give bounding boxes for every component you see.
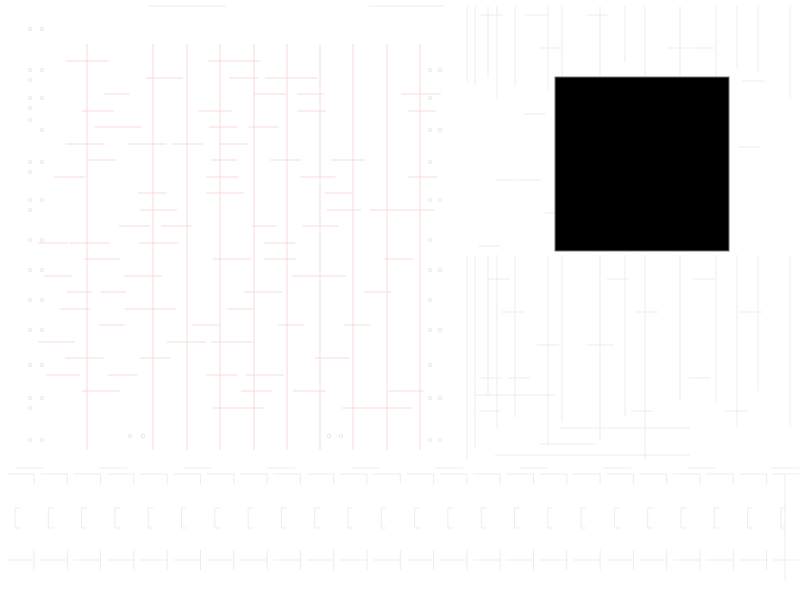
pad [40, 437, 45, 442]
pad [437, 68, 442, 73]
pad [27, 267, 32, 272]
pad [27, 26, 32, 31]
pad [427, 395, 432, 400]
pad [437, 127, 442, 132]
pad [27, 106, 32, 111]
pad [427, 197, 432, 202]
pad [27, 169, 32, 174]
pad [427, 68, 432, 73]
pad [338, 433, 343, 438]
pad [40, 26, 45, 31]
pad [27, 405, 32, 410]
pad [437, 395, 442, 400]
pad [427, 96, 432, 101]
red-trace-layer [37, 44, 441, 450]
pad [27, 327, 32, 332]
gray-trace-layer [149, 5, 791, 460]
pad [427, 327, 432, 332]
pad [40, 127, 45, 132]
pad [427, 297, 432, 302]
pad [427, 237, 432, 242]
pad [427, 362, 432, 367]
pad [27, 197, 32, 202]
pad [437, 267, 442, 272]
pad [27, 362, 32, 367]
pad [40, 96, 45, 101]
pad [427, 437, 432, 442]
pad [437, 437, 442, 442]
pad [40, 395, 45, 400]
pad [40, 267, 45, 272]
pad [326, 433, 331, 438]
pad [27, 78, 32, 83]
pad [40, 327, 45, 332]
pad [40, 297, 45, 302]
pad [40, 159, 45, 164]
pad [27, 237, 32, 242]
pad [437, 197, 442, 202]
pad [40, 362, 45, 367]
pad [27, 437, 32, 442]
pad [27, 96, 32, 101]
pad [40, 197, 45, 202]
pad [40, 68, 45, 73]
pad [27, 207, 32, 212]
pad-layer [27, 26, 442, 442]
pad [140, 433, 145, 438]
pad [27, 159, 32, 164]
pad [27, 297, 32, 302]
pad [27, 118, 32, 123]
black-component-block[interactable] [554, 76, 730, 252]
pad [427, 159, 432, 164]
pad [427, 127, 432, 132]
pad [127, 433, 132, 438]
pad [427, 267, 432, 272]
pad [27, 395, 32, 400]
connector-row-layer [7, 467, 799, 580]
pad [27, 68, 32, 73]
pad [40, 237, 45, 242]
pad [437, 327, 442, 332]
